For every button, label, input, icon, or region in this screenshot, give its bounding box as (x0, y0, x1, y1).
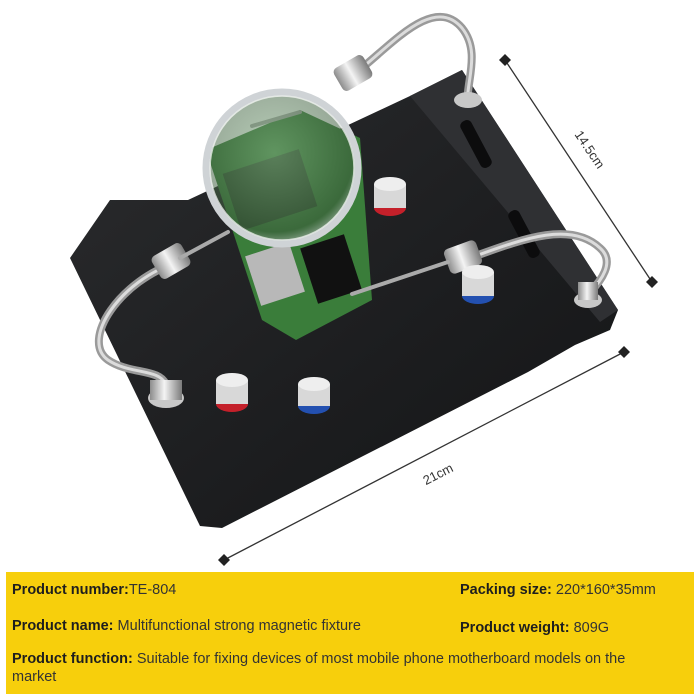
chrome-couplers (151, 55, 483, 279)
product-name-value: Multifunctional strong magnetic fixture (117, 618, 361, 634)
magnet-blue-back (462, 265, 494, 304)
product-weight-value: 809G (573, 620, 610, 636)
magnet-blue-front (298, 377, 330, 414)
packing-size-row: Packing size: 220*160*35mm (460, 581, 656, 599)
packing-size-value: 220*160*35mm (555, 582, 656, 598)
product-function-label: Product function: (12, 651, 133, 667)
gooseneck-arms (94, 12, 611, 389)
arm-bases (148, 92, 602, 408)
product-photo: 14.5cm 21cm (70, 12, 658, 566)
product-info-panel: Product number:TE-804 Packing size: 220*… (6, 572, 694, 694)
product-weight-row: Product weight: 809G (460, 619, 609, 637)
product-number-label: Product number: (12, 582, 129, 598)
magnets (216, 177, 494, 414)
product-number-value: TE-804 (128, 582, 177, 598)
magnet-red-front (216, 373, 248, 412)
width-label: 21cm (420, 460, 455, 488)
magnifier (202, 88, 362, 248)
product-weight-label: Product weight: (460, 620, 570, 636)
product-function-row: Product function: Suitable for fixing de… (12, 650, 672, 686)
depth-label: 14.5cm (572, 128, 608, 172)
magnet-red-back (374, 177, 406, 216)
product-name-label: Product name: (12, 618, 114, 634)
product-name-row: Product name: Multifunctional strong mag… (12, 617, 361, 635)
product-number-row: Product number:TE-804 (12, 581, 176, 599)
product-function-value: Suitable for fixing devices of most mobi… (12, 651, 626, 685)
packing-size-label: Packing size: (460, 582, 552, 598)
